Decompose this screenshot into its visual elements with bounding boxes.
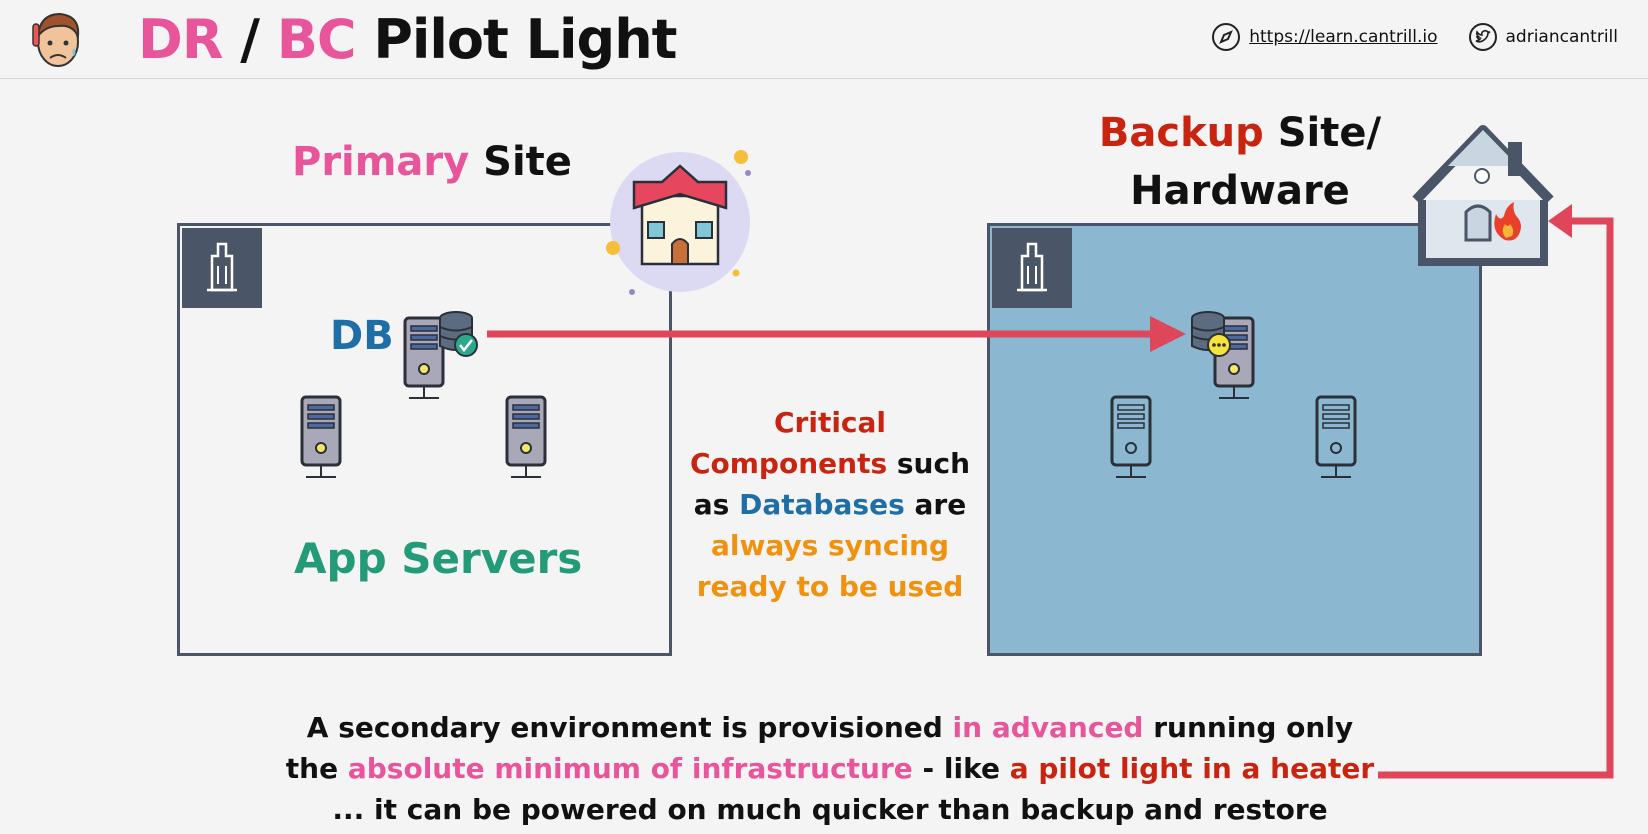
- center-components: Components: [689, 447, 888, 480]
- twitter-handle[interactable]: adriancantrill: [1505, 27, 1618, 47]
- return-arrow: [1378, 204, 1614, 779]
- center-databases: Databases: [739, 488, 905, 521]
- bottom-l3: ... it can be powered on much quicker th…: [332, 793, 1328, 826]
- backup-label-line2: Hardware: [1130, 168, 1350, 214]
- primary-label-word: Primary: [292, 139, 470, 185]
- bottom-minimum: absolute minimum of infrastructure: [347, 752, 913, 785]
- center-always-syncing: always syncing: [710, 529, 950, 562]
- title-bc: BC: [276, 8, 357, 71]
- center-such: such: [887, 447, 971, 480]
- building-icon: [990, 226, 1074, 310]
- backup-label-rest: Site/: [1263, 110, 1382, 156]
- sync-arrow: [487, 316, 1186, 352]
- building-icon: [180, 226, 264, 310]
- primary-site-label: Primary Site: [292, 134, 572, 190]
- bottom-in-advanced: in advanced: [952, 711, 1144, 744]
- center-description: Critical Components such as Databases ar…: [650, 402, 1010, 607]
- bottom-l2a: the: [285, 752, 348, 785]
- center-as: as: [693, 488, 740, 521]
- center-critical: Critical: [773, 406, 887, 439]
- bottom-like: - like: [912, 752, 1010, 785]
- twitter-icon: [1468, 23, 1497, 51]
- app-server-icon: [300, 395, 342, 479]
- pending-icon: [1207, 333, 1231, 357]
- backup-site-label: Backup Site/ Hardware: [1080, 104, 1400, 220]
- title-separator: /: [222, 8, 277, 71]
- house-icon: [606, 150, 751, 295]
- bottom-l1c: running only: [1143, 711, 1354, 744]
- website-link[interactable]: https://learn.cantrill.io: [1211, 22, 1438, 52]
- header: DR / BC Pilot Light https://learn.cantri…: [0, 0, 1648, 79]
- page-title: DR / BC Pilot Light: [138, 4, 677, 76]
- backup-label-word: Backup: [1098, 110, 1264, 156]
- twitter-link[interactable]: adriancantrill: [1468, 22, 1618, 52]
- db-label: DB: [330, 313, 394, 359]
- app-servers-label: App Servers: [294, 534, 583, 583]
- primary-label-rest: Site: [469, 139, 572, 185]
- avatar-icon: [32, 12, 80, 67]
- header-links: https://learn.cantrill.io adriancantrill: [1211, 22, 1618, 52]
- check-icon: [454, 333, 478, 357]
- center-are: are: [904, 488, 967, 521]
- bottom-description: A secondary environment is provisioned i…: [260, 707, 1400, 830]
- title-dr: DR: [138, 8, 223, 71]
- compass-icon: [1212, 23, 1241, 51]
- bottom-pilot-light: a pilot light in a heater: [1009, 752, 1375, 785]
- house-icon: [1412, 125, 1554, 266]
- center-ready: ready to be used: [696, 570, 964, 603]
- fire-icon: [1494, 202, 1521, 241]
- bottom-l1a: A secondary environment is provisioned: [306, 711, 953, 744]
- db-server-icon: [403, 316, 445, 400]
- app-server-icon: [505, 395, 547, 479]
- website-url[interactable]: https://learn.cantrill.io: [1249, 27, 1438, 47]
- title-rest: Pilot Light: [355, 8, 677, 71]
